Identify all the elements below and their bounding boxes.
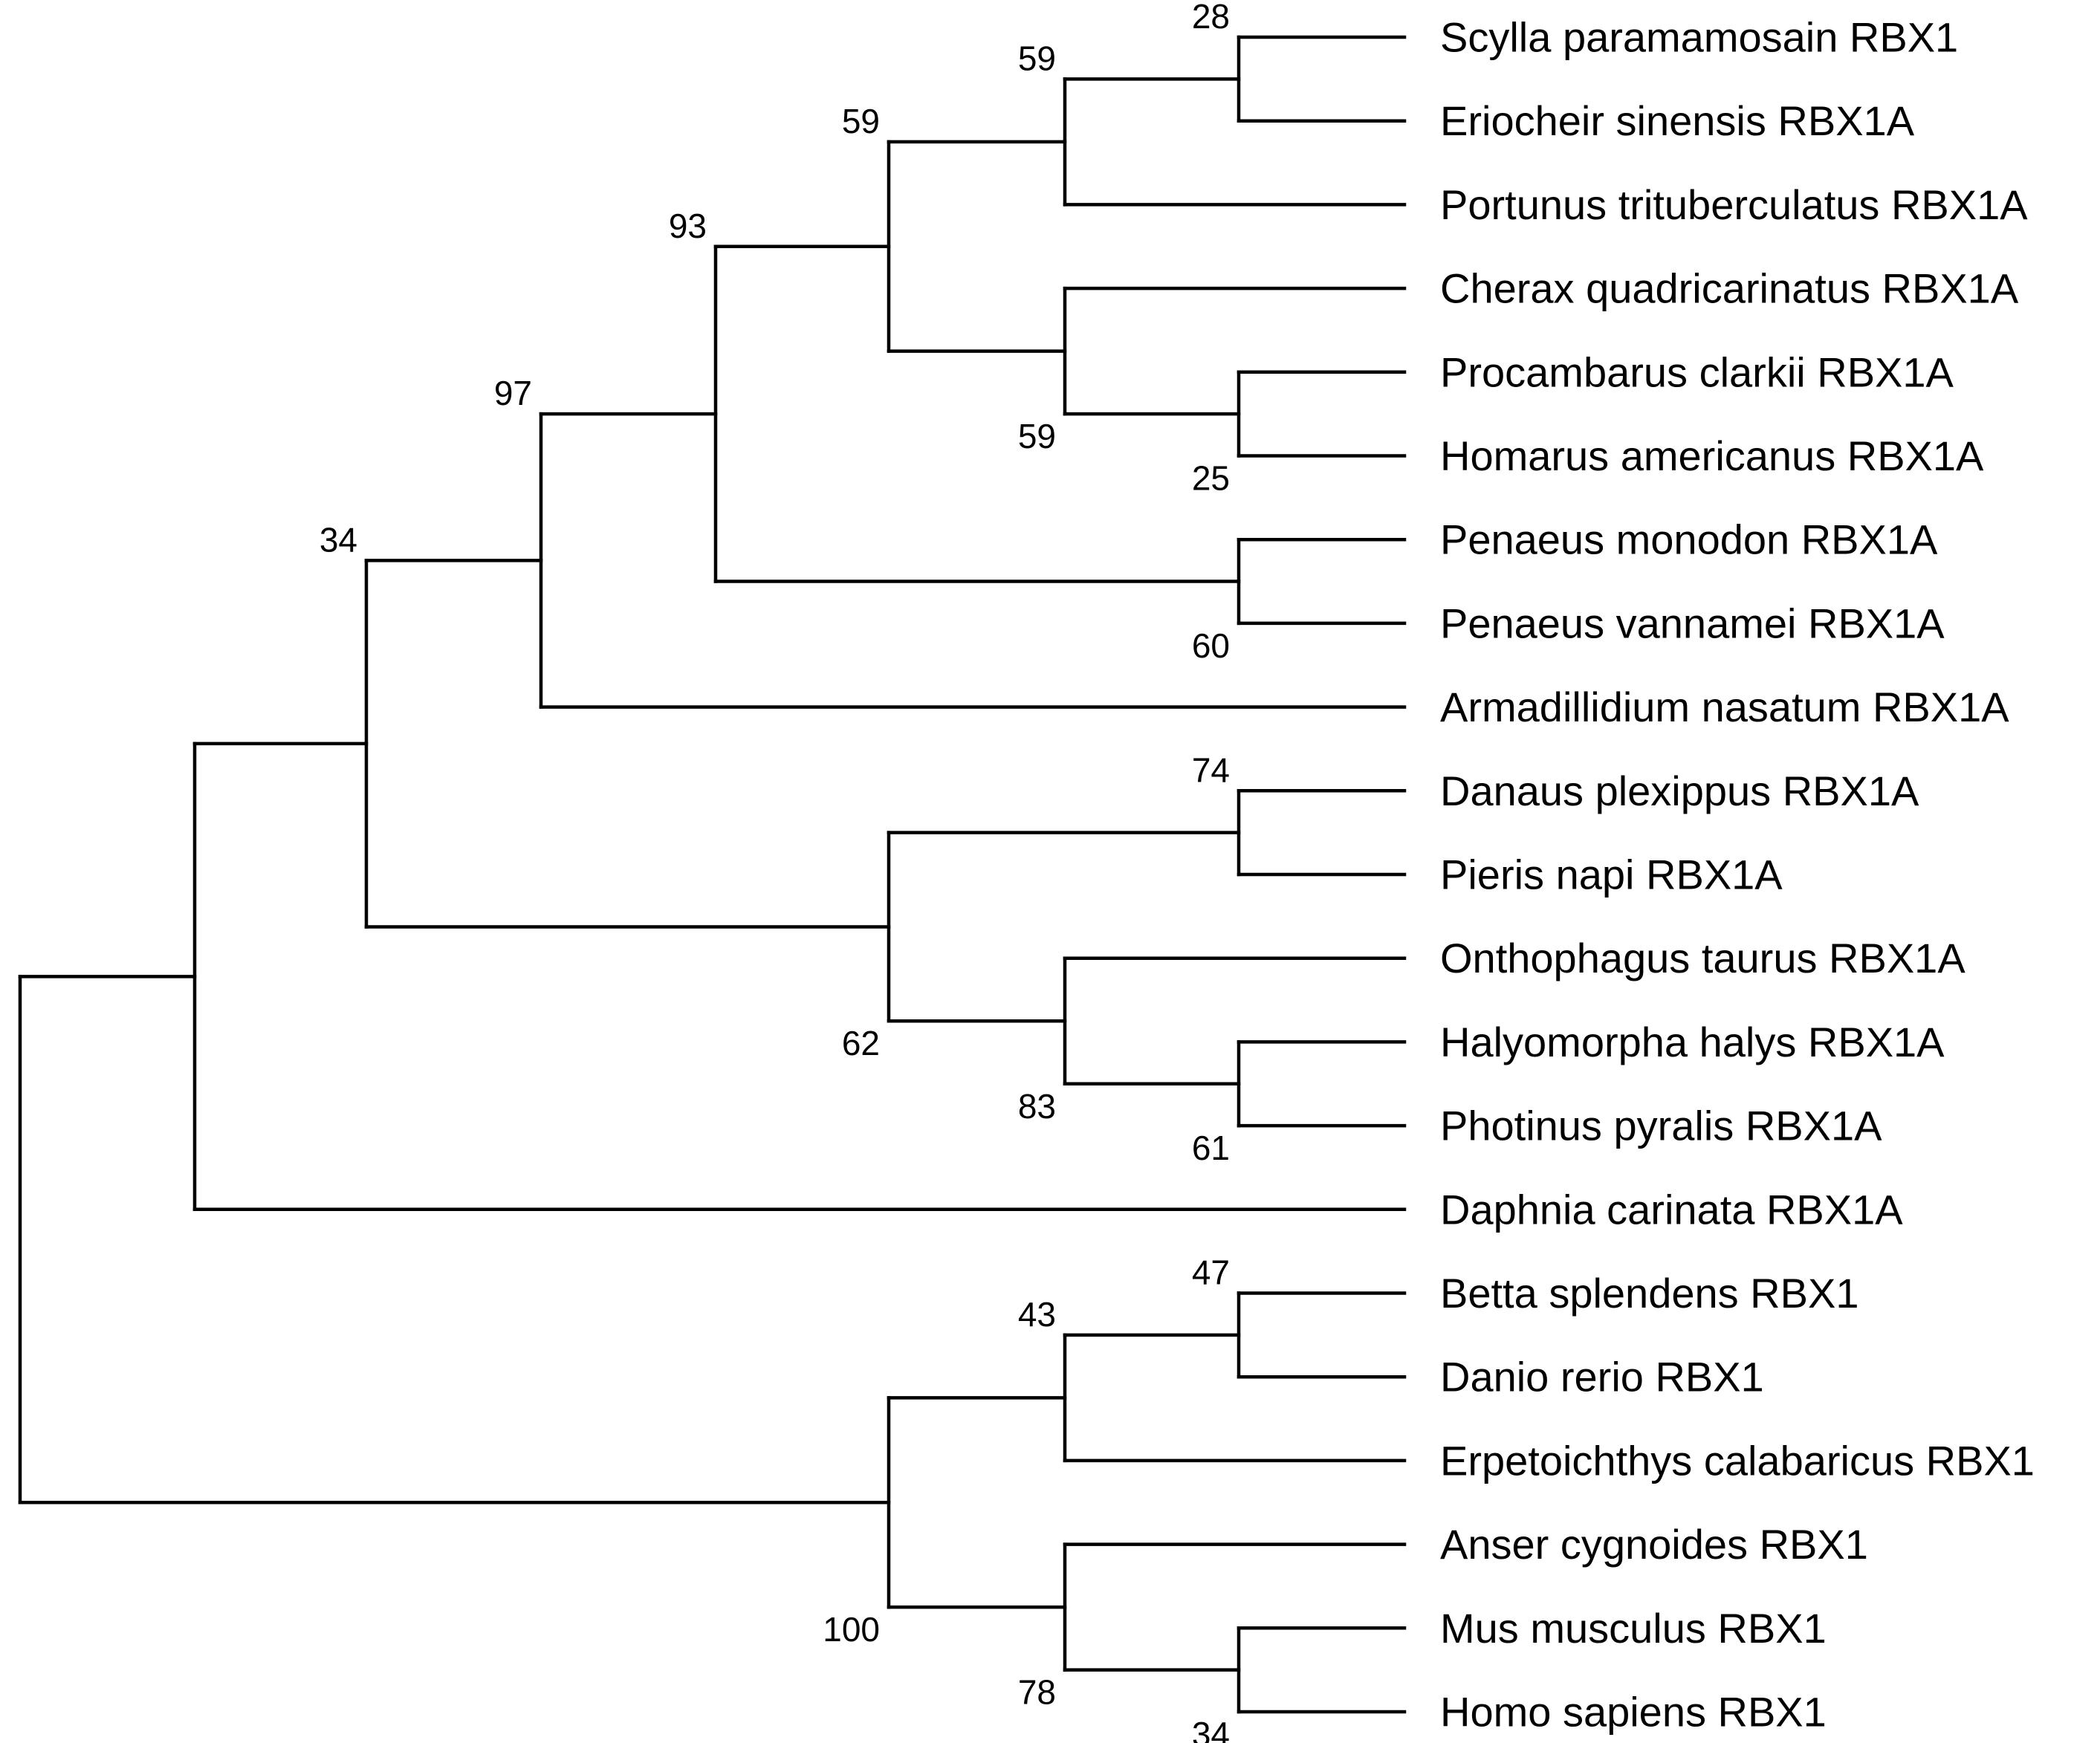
bootstrap-value-n97: 97 [494, 374, 532, 412]
leaf-label-scylla-paramamosain-rbx1: Scylla paramamosain RBX1 [1440, 14, 1958, 61]
bootstrap-value-n74: 74 [1192, 750, 1230, 789]
bootstrap-value-n59c: 59 [842, 102, 880, 140]
bootstrap-value-n62: 62 [842, 1024, 880, 1062]
leaf-label-onthophagus-taurus-rbx1a: Onthophagus taurus RBX1A [1440, 935, 1965, 981]
leaf-label-halyomorpha-halys-rbx1a: Halyomorpha halys RBX1A [1440, 1019, 1945, 1065]
leaf-label-mus-musculus-rbx1: Mus musculus RBX1 [1440, 1605, 1827, 1652]
tree-branches [18, 35, 1407, 1714]
leaf-label-danio-rerio-rbx1: Danio rerio RBX1 [1440, 1354, 1764, 1400]
bootstrap-value-n83: 83 [1018, 1087, 1056, 1126]
leaf-label-homarus-americanus-rbx1a: Homarus americanus RBX1A [1440, 432, 1984, 479]
bootstrap-value-n43: 43 [1018, 1295, 1056, 1334]
bootstrap-value-n28: 28 [1192, 0, 1230, 36]
leaf-label-penaeus-monodon-rbx1a: Penaeus monodon RBX1A [1440, 516, 1938, 563]
leaf-label-anser-cygnoides-rbx1: Anser cygnoides RBX1 [1440, 1521, 1868, 1568]
leaf-label-portunus-trituberculatus-rbx1a: Portunus trituberculatus RBX1A [1440, 181, 2028, 228]
bootstrap-value-n59b: 59 [1018, 417, 1056, 455]
bootstrap-value-n34b: 34 [1192, 1715, 1230, 1743]
bootstrap-value-n61: 61 [1192, 1129, 1230, 1167]
leaf-label-betta-splendens-rbx1: Betta splendens RBX1 [1440, 1270, 1858, 1317]
leaf-label-homo-sapiens-rbx1: Homo sapiens RBX1 [1440, 1689, 1827, 1736]
bootstrap-value-n34: 34 [320, 520, 357, 559]
bootstrap-value-n78: 78 [1018, 1673, 1056, 1712]
support-labels: 28 59 25 59 59 60 93 97 74 61 83 62 34 47 43 34 78 100 [320, 0, 1230, 1743]
leaf-label-photinus-pyralis-rbx1a: Photinus pyralis RBX1A [1440, 1103, 1882, 1149]
leaf-label-eriocheir-sinensis-rbx1a: Eriocheir sinensis RBX1A [1440, 97, 1915, 144]
leaf-label-daphnia-carinata-rbx1a: Daphnia carinata RBX1A [1440, 1186, 1903, 1233]
leaf-label-penaeus-vannamei-rbx1a: Penaeus vannamei RBX1A [1440, 600, 1945, 646]
leaf-label-cherax-quadricarinatus-rbx1a: Cherax quadricarinatus RBX1A [1440, 265, 2019, 312]
leaf-label-pieris-napi-rbx1a: Pieris napi RBX1A [1440, 851, 1783, 898]
bootstrap-value-n25: 25 [1192, 459, 1230, 498]
bootstrap-value-n59a: 59 [1018, 39, 1056, 77]
leaf-label-erpetoichthys-calabaricus-rbx1: Erpetoichthys calabaricus RBX1 [1440, 1437, 2035, 1484]
leaf-label-armadillidium-nasatum-rbx1a: Armadillidium nasatum RBX1A [1440, 684, 2009, 730]
bootstrap-value-n93: 93 [669, 207, 707, 245]
bootstrap-value-n100: 100 [823, 1610, 880, 1649]
bootstrap-value-n47: 47 [1192, 1253, 1230, 1292]
leaf-label-procambarus-clarkii-rbx1a: Procambarus clarkii RBX1A [1440, 348, 1954, 395]
leaf-label-danaus-plexippus-rbx1a: Danaus plexippus RBX1A [1440, 767, 1919, 814]
bootstrap-value-n60: 60 [1192, 626, 1230, 665]
